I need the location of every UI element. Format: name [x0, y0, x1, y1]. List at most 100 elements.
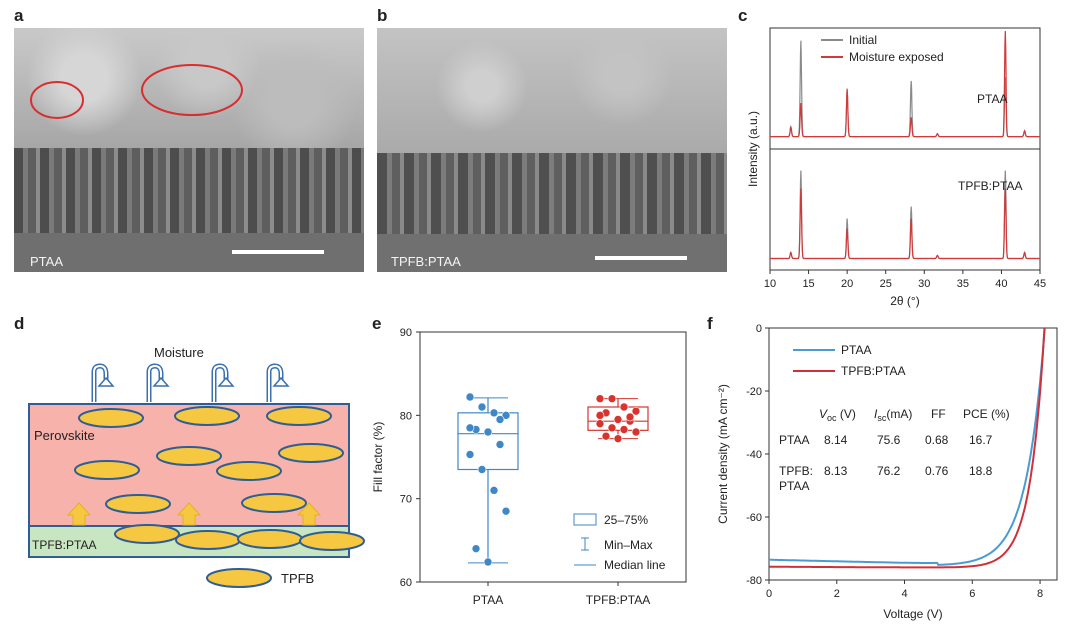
data-point	[465, 392, 475, 402]
data-point	[465, 423, 475, 433]
panel-letter-f: f	[707, 314, 713, 333]
legend-label: Initial	[849, 33, 877, 47]
table-header-pce: PCE (%)	[963, 407, 1010, 421]
scale-bar	[595, 256, 687, 260]
x-axis-label: Voltage (V)	[883, 607, 942, 621]
x-tick-label: 35	[957, 278, 969, 290]
data-point	[613, 415, 623, 424]
tpfb-molecule	[237, 529, 303, 549]
data-point	[477, 402, 487, 412]
data-point	[471, 544, 481, 553]
x-tick-label: 0	[766, 588, 772, 600]
data-point	[613, 434, 623, 443]
table-header-voc: Voc (V)	[819, 407, 856, 423]
data-point	[501, 411, 511, 420]
panel-letter-d: d	[14, 314, 25, 333]
diffusion-arrow	[66, 502, 92, 526]
iqr-box	[457, 412, 519, 471]
tpfb-molecule	[216, 461, 282, 481]
y-tick-label: 80	[400, 410, 412, 422]
tpfb-molecule	[266, 406, 332, 426]
data-point	[631, 427, 641, 437]
tpfb-molecule	[78, 408, 144, 428]
legend-label: PTAA	[841, 343, 871, 357]
x-tick-label: 10	[764, 278, 776, 290]
moisture-arrow-inner	[268, 364, 282, 402]
x-tick-label: 20	[841, 278, 853, 290]
tpfb-molecule	[105, 494, 171, 514]
table-cell-isc: 75.6	[877, 433, 901, 447]
tpfb-molecule	[241, 493, 307, 513]
moisture-arrow-head	[217, 376, 235, 387]
data-point	[595, 411, 605, 420]
table-cell-ff: 0.76	[925, 464, 949, 478]
moisture-schematic: Moisture Perovskite TPFB:PTAA TPFB	[28, 345, 365, 588]
data-point	[607, 423, 617, 433]
tpfb-ptaa-label: TPFB:PTAA	[32, 538, 96, 552]
table-cell-isc: 76.2	[877, 464, 901, 478]
y-tick-label: -20	[746, 386, 762, 398]
moisture-arrow-head	[152, 376, 170, 387]
moisture-arrow-inner	[93, 364, 107, 402]
moisture-arrow-inner	[148, 364, 162, 402]
data-point	[483, 557, 493, 567]
data-point	[489, 408, 499, 418]
legend-box-swatch	[573, 513, 597, 526]
scale-bar	[232, 250, 324, 254]
data-point	[601, 431, 611, 441]
data-point	[465, 450, 475, 459]
x-tick-label: 2	[834, 588, 840, 600]
panel-letter-a: a	[14, 6, 24, 25]
data-point	[619, 402, 629, 412]
data-point	[595, 419, 605, 428]
legend-label: Moisture exposed	[849, 50, 944, 64]
y-axis-label: Intensity (a.u.)	[746, 111, 760, 187]
data-point	[631, 406, 641, 416]
table-cell-voc: 8.14	[824, 433, 848, 447]
x-tick-label: 30	[918, 278, 930, 290]
data-point	[495, 440, 505, 449]
defect-circle-large	[141, 64, 243, 116]
panel-letter-b: b	[377, 6, 388, 25]
legend-whisker-label: Min–Max	[604, 538, 653, 552]
sem-label-ptaa: PTAA	[30, 254, 63, 269]
y-tick-label: -40	[746, 449, 762, 461]
box-plot-frame	[419, 331, 687, 583]
x-axis-label: 2θ (°)	[890, 294, 919, 308]
x-tick-label: 4	[901, 588, 907, 600]
tpfb-molecule	[299, 531, 365, 551]
x-tick-label: 40	[995, 278, 1007, 290]
table-cell-pce: 18.8	[969, 464, 993, 478]
table-cell-pce: 16.7	[969, 433, 993, 447]
table-row-name: TPFB:	[779, 464, 813, 478]
data-point	[607, 394, 617, 403]
moisture-arrow-head	[97, 376, 115, 387]
x-tick-label: 45	[1034, 278, 1046, 290]
category-label: TPFB:PTAA	[586, 593, 650, 607]
tpfb-molecule	[174, 406, 240, 426]
tpfb-legend-label: TPFB	[281, 571, 314, 586]
xrd-trace	[770, 188, 1040, 260]
tpfb-molecule	[175, 530, 241, 550]
table-row-name: PTAA	[779, 433, 809, 447]
legend-median-label: Median line	[604, 558, 666, 572]
perovskite-label: Perovskite	[34, 428, 95, 443]
y-tick-label: 0	[756, 323, 762, 335]
data-point	[489, 486, 499, 495]
data-point	[619, 425, 629, 434]
tpfb-legend-oval	[206, 568, 272, 588]
moisture-label: Moisture	[154, 345, 204, 360]
data-point	[595, 394, 605, 403]
table-row-name: PTAA	[779, 479, 809, 493]
subplot-label: TPFB:PTAA	[958, 179, 1022, 193]
defect-circle-small	[30, 81, 84, 119]
x-tick-label: 15	[802, 278, 814, 290]
data-point	[483, 427, 493, 437]
subplot-label: PTAA	[977, 92, 1007, 106]
y-axis-label: Fill factor (%)	[371, 422, 385, 493]
table-header-isc: Isc(mA)	[874, 407, 912, 423]
